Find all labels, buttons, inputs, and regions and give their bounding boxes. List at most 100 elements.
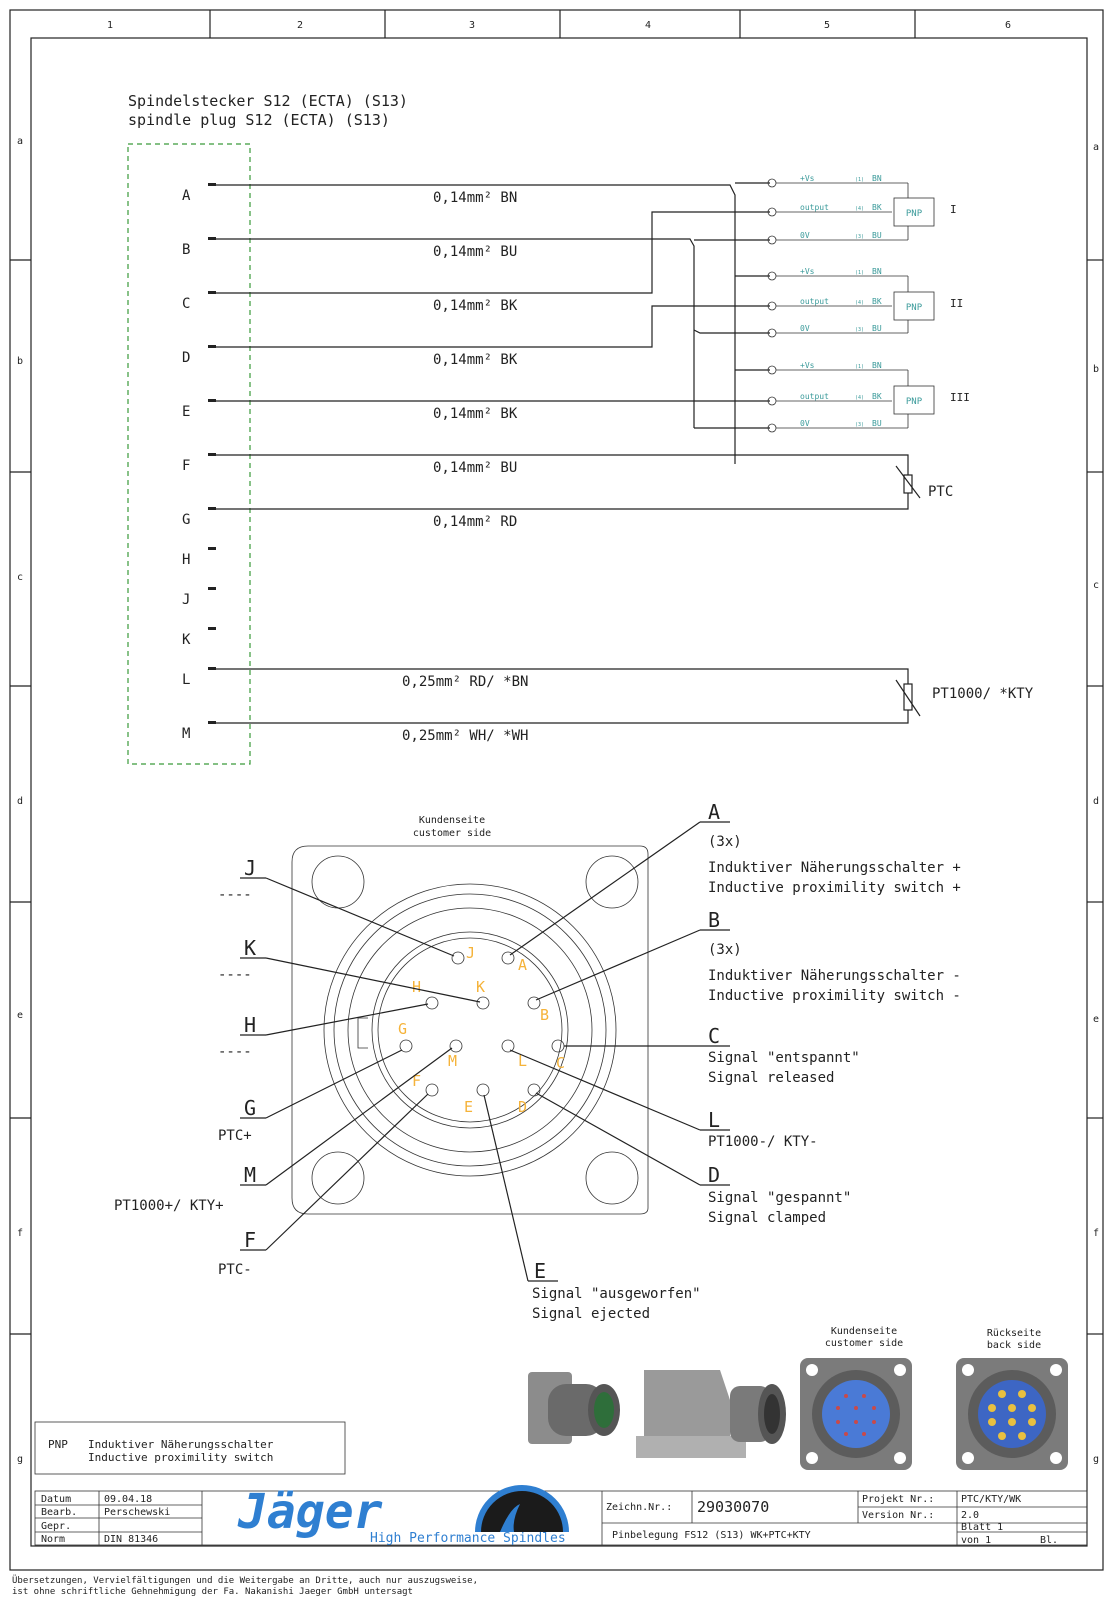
pin-letter-face: F <box>412 1072 421 1090</box>
sensor-iii: PNP +Vs output 0V (1) (4) (3) BN BK BU I… <box>767 361 970 433</box>
column-grid: 1 2 3 4 5 6 <box>107 10 1011 38</box>
callout-text: Inductive proximility switch + <box>708 880 961 896</box>
pin-hole <box>425 996 439 1010</box>
callout-j: J ---- <box>218 856 256 903</box>
column-label: 2 <box>297 20 303 31</box>
sensor-number: III <box>950 391 970 404</box>
pin-letter: J <box>182 592 190 608</box>
tb-date: 09.04.18 <box>104 1494 152 1505</box>
pin-letter-face: D <box>518 1098 527 1116</box>
row-label: b <box>17 356 23 367</box>
face-label-de: Kundenseite <box>419 815 485 826</box>
terminal-number: (3) <box>855 234 864 240</box>
callout-text: (3x) <box>708 834 742 850</box>
pin-letter: B <box>182 242 190 258</box>
connector-photo-front <box>800 1358 912 1470</box>
row-label: e <box>17 1010 23 1021</box>
column-label: 6 <box>1005 20 1011 31</box>
company-logo-subtitle: High Performance Spindles <box>370 1531 566 1546</box>
callout-text: Signal ejected <box>532 1306 650 1322</box>
callout-text: ---- <box>218 967 252 983</box>
callout-text: Signal clamped <box>708 1210 826 1226</box>
pin-hole <box>501 1039 515 1053</box>
row-label: d <box>1093 796 1099 807</box>
pin-letter: H <box>182 552 190 568</box>
plug-title-de: Spindelstecker S12 (ECTA) (S13) <box>128 92 408 110</box>
row-label: g <box>1093 1454 1099 1465</box>
terminal-number: (3) <box>855 327 864 333</box>
pin-hole <box>527 1083 541 1097</box>
terminal-number: (3) <box>855 422 864 428</box>
pin-letter-face: A <box>518 956 527 974</box>
callout-text: ---- <box>218 887 252 903</box>
terminal-label: +Vs <box>800 361 815 370</box>
company-logo-mark <box>475 1485 569 1533</box>
callout-c: C Signal "entspannt" Signal released <box>708 1024 860 1086</box>
callout-text: Signal "gespannt" <box>708 1190 851 1206</box>
pnp-box-label: PNP <box>906 397 923 407</box>
pin-list: A B C D E F G H J K L M <box>182 183 216 742</box>
row-label: b <box>1093 364 1099 375</box>
callout-letter: M <box>244 1163 256 1187</box>
callout-text: ---- <box>218 1044 252 1060</box>
callout-letter: J <box>244 856 256 880</box>
terminal-label: output <box>800 203 829 212</box>
callout-text: Induktiver Näherungsschalter - <box>708 968 961 984</box>
legend-en: Inductive proximility switch <box>88 1451 273 1464</box>
callout-text: PTC+ <box>218 1128 252 1144</box>
terminal-label: +Vs <box>800 174 815 183</box>
pin-letter-face: G <box>398 1020 407 1038</box>
pin-letter-face: B <box>540 1006 549 1024</box>
pin-hole <box>449 1039 463 1053</box>
pt1000-label: PT1000/ *KTY <box>932 686 1034 702</box>
pin-hole <box>476 1083 490 1097</box>
pnp-box <box>893 197 935 227</box>
column-label: 5 <box>824 20 830 31</box>
legend-abbr: PNP <box>48 1438 68 1451</box>
wire-label: 0,14mm² BK <box>433 352 518 368</box>
tb-key: Norm <box>41 1534 65 1545</box>
plug-title-en: spindle plug S12 (ECTA) (S13) <box>128 111 390 129</box>
tb-sheet-unit: Bl. <box>1040 1535 1058 1546</box>
connector-photo-side <box>636 1370 786 1458</box>
wire-routing <box>216 182 921 724</box>
callout-l: L PT1000-/ KTY- <box>708 1108 818 1150</box>
footer-line-2: ist ohne schriftliche Gehnehmigung der F… <box>12 1587 413 1597</box>
callout-letter: K <box>244 936 256 960</box>
callout-text: PT1000-/ KTY- <box>708 1134 818 1150</box>
callout-letter: F <box>244 1228 256 1252</box>
pin-letter: F <box>182 458 190 474</box>
callout-g: G PTC+ <box>218 1096 256 1144</box>
photo-front-label: Kundenseite <box>831 1326 897 1337</box>
connector-face: J A H K B G M L C F E D <box>291 845 649 1215</box>
pin-letter: M <box>182 726 190 742</box>
column-label: 4 <box>645 20 651 31</box>
terminal-number: (1) <box>855 177 864 183</box>
sensor-i: PNP +Vs output 0V (1) (4) (3) BN BK BU I <box>767 174 957 245</box>
terminal-color: BU <box>872 419 882 428</box>
pin-letter-face: E <box>464 1098 473 1116</box>
ptc-label: PTC <box>928 484 953 500</box>
callout-e: E Signal "ausgeworfen" Signal ejected <box>532 1259 701 1322</box>
callout-m: M PT1000+/ KTY+ <box>114 1163 256 1214</box>
row-label: f <box>1093 1228 1099 1239</box>
tb-description: Pinbelegung FS12 (S13) WK+PTC+KTY <box>612 1530 811 1541</box>
terminal-number: (4) <box>855 206 864 212</box>
row-label: a <box>1093 142 1099 153</box>
terminal-color: BK <box>872 392 882 401</box>
tb-key: Gepr. <box>41 1521 71 1532</box>
tb-project: PTC/KTY/WK <box>961 1494 1021 1505</box>
pin-letter: C <box>182 296 190 312</box>
callout-text: Induktiver Näherungsschalter + <box>708 860 961 876</box>
pin-hole <box>527 996 541 1010</box>
connector-photo-back <box>956 1358 1068 1470</box>
terminal-color: BN <box>872 174 882 183</box>
callout-k: K ---- <box>218 936 256 983</box>
terminal-number: (4) <box>855 300 864 306</box>
wire-label: 0,14mm² BN <box>433 190 517 206</box>
pnp-box-label: PNP <box>906 303 923 313</box>
tb-key: Bearb. <box>41 1507 77 1518</box>
photo-back-label: Rückseite <box>987 1328 1041 1339</box>
terminal-number: (1) <box>855 364 864 370</box>
